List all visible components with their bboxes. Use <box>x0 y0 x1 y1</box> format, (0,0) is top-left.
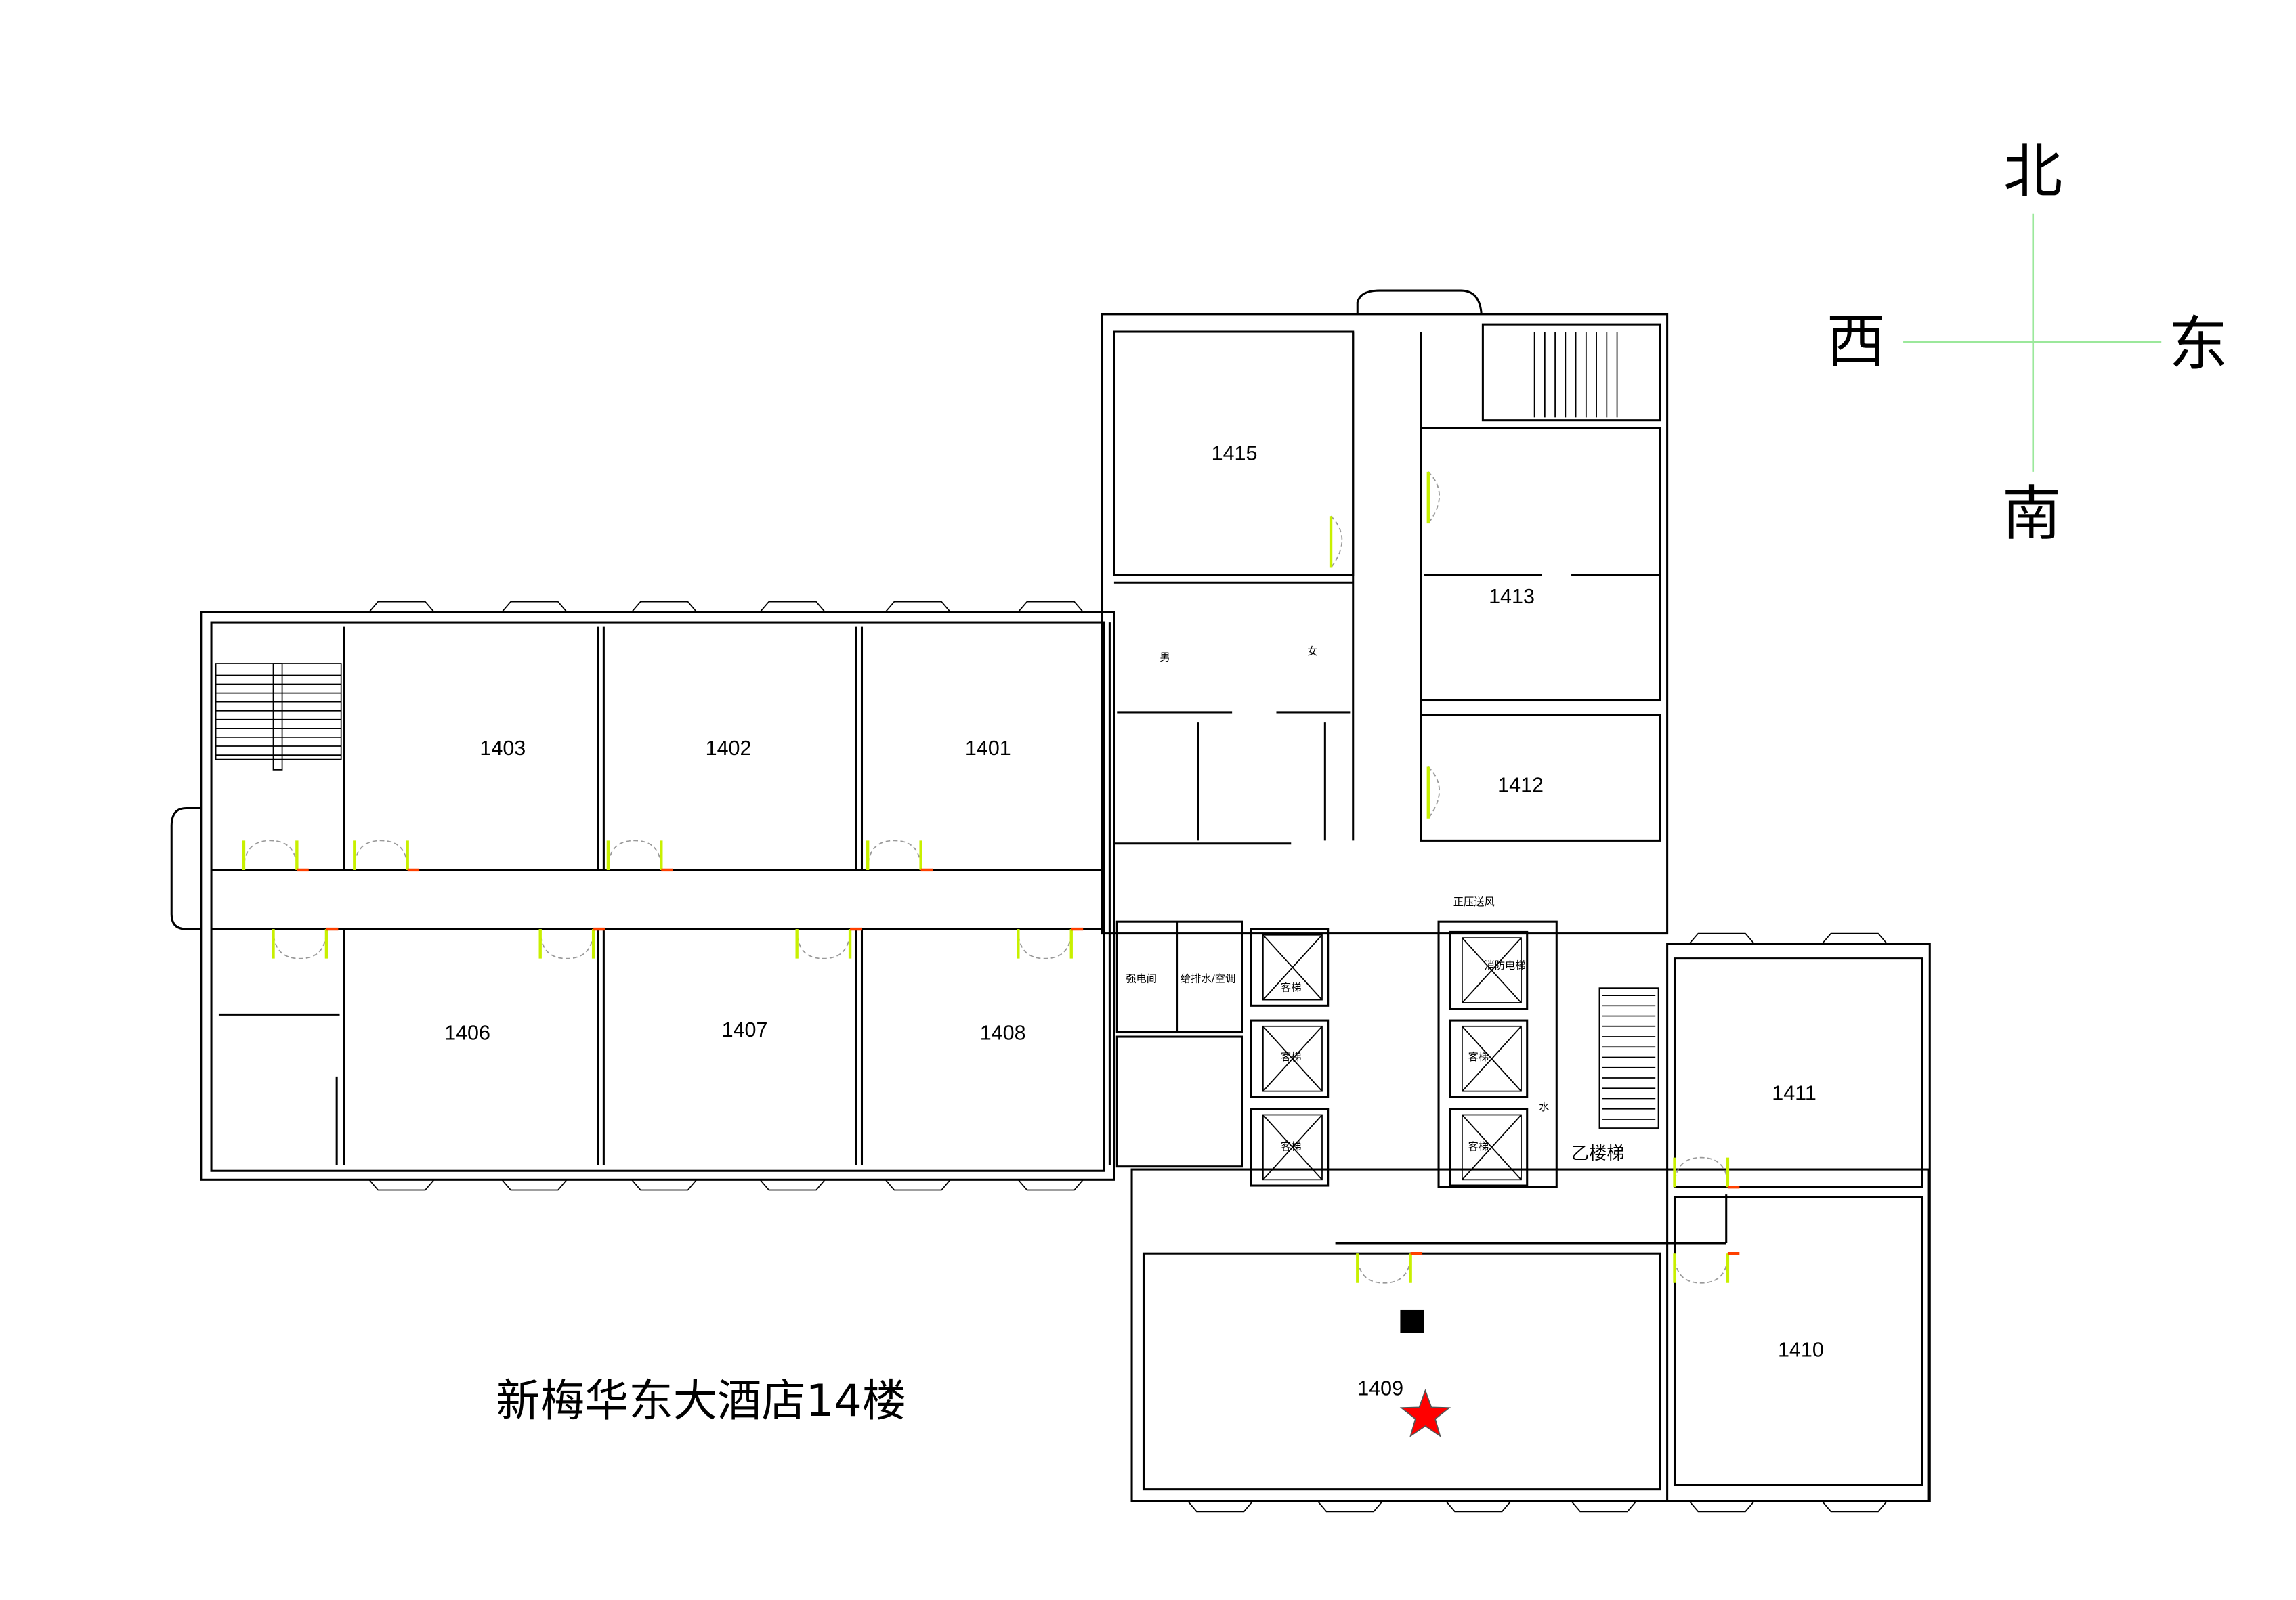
door-swing <box>243 840 298 870</box>
room-1408-label: 1408 <box>980 1021 1026 1044</box>
elevator-shaft <box>1250 928 1330 1007</box>
room-1406-label: 1406 <box>444 1021 490 1044</box>
door-swing <box>1017 929 1072 959</box>
elevator-car <box>1262 934 1323 1001</box>
elevator-car <box>1462 1114 1522 1181</box>
window-bay <box>885 601 951 613</box>
elevator-label-1: 客梯 <box>1281 982 1301 994</box>
door-swing <box>608 840 662 870</box>
window-bay <box>501 601 568 613</box>
door-swing <box>539 929 594 959</box>
door-swing <box>354 840 408 870</box>
elevator-cross <box>1262 1026 1323 1092</box>
you-are-here-star-icon <box>1399 1389 1451 1437</box>
elevator-shaft <box>1250 1108 1330 1187</box>
door-swing <box>1330 515 1343 569</box>
elevator-car <box>1262 1114 1323 1181</box>
window-bay <box>368 601 435 613</box>
west-wing-walls <box>170 611 1115 1181</box>
west-stairs <box>215 663 342 771</box>
door-swing <box>796 929 851 959</box>
elevator-label-4: 客梯 <box>1468 1051 1489 1063</box>
service-rooms <box>1115 920 1659 1188</box>
door-swing <box>1674 1156 1728 1188</box>
elevator-cross <box>1262 934 1323 1001</box>
elevator-car <box>1262 1025 1323 1092</box>
room-1413-label: 1413 <box>1489 585 1535 608</box>
windows <box>368 601 1888 1513</box>
window-bay <box>1821 1500 1888 1513</box>
womens-restroom-label: 女 <box>1307 645 1317 657</box>
window-bay <box>631 601 698 613</box>
window-bay <box>1571 1500 1637 1513</box>
elevator-car <box>1462 937 1522 1003</box>
door-swing <box>1674 1253 1728 1284</box>
room-1412-label: 1412 <box>1497 774 1544 797</box>
plan-title: 新梅华东大酒店14楼 <box>496 1375 906 1427</box>
compass-west: 西 <box>1827 307 1886 376</box>
elevator-shaft <box>1449 930 1529 1010</box>
elevator-car <box>1462 1025 1522 1092</box>
room-1411-label: 1411 <box>1772 1082 1816 1105</box>
door-swing <box>867 840 922 870</box>
room-1401-label: 1401 <box>965 737 1011 760</box>
water-shaft-label: 水 <box>1539 1101 1549 1113</box>
mens-restroom-label: 男 <box>1160 651 1170 664</box>
window-bay <box>1017 601 1084 613</box>
room-1415-label: 1415 <box>1212 441 1258 464</box>
elevator-bank <box>1250 928 1529 1187</box>
window-bay <box>885 1179 951 1191</box>
south-east-walls <box>1130 943 1931 1502</box>
door-swing <box>1357 1253 1411 1284</box>
compass-east: 东 <box>2169 309 2228 379</box>
room-1410-label: 1410 <box>1778 1339 1824 1362</box>
window-bay <box>368 1179 435 1191</box>
stairs-label: 乙楼梯 <box>1571 1144 1624 1164</box>
plumbing-hvac-label: 给排水/空调 <box>1181 972 1235 985</box>
central-walls <box>1101 289 1669 1120</box>
window-bay <box>759 601 826 613</box>
elevator-label-3: 客梯 <box>1281 1141 1301 1153</box>
elevator-cross <box>1462 937 1522 1003</box>
elevator-shaft <box>1250 1019 1330 1098</box>
elevator-cross <box>1462 1026 1522 1092</box>
room-1402-label: 1402 <box>706 737 752 760</box>
window-bay <box>1317 1500 1383 1513</box>
window-bay <box>1821 932 1888 945</box>
window-bay <box>1187 1500 1254 1513</box>
door-swing <box>272 929 327 959</box>
compass: 北 南 西 东 <box>1827 137 2228 548</box>
room-1407-label: 1407 <box>722 1018 768 1041</box>
compass-south: 南 <box>2002 479 2061 548</box>
elevator-shaft <box>1449 1019 1529 1098</box>
elevator-label-2: 客梯 <box>1281 1051 1301 1063</box>
door-swing <box>1428 471 1440 524</box>
doors <box>242 471 1740 1284</box>
fire-elevator-label: 消防电梯 <box>1485 959 1526 972</box>
room-1403-label: 1403 <box>480 737 526 760</box>
black-square-marker <box>1400 1309 1424 1333</box>
door-swing <box>1428 766 1440 819</box>
window-bay <box>1688 1500 1755 1513</box>
elevator-label-5: 客梯 <box>1468 1141 1489 1153</box>
room-1409-label: 1409 <box>1357 1377 1403 1400</box>
electrical-room-label: 强电间 <box>1126 972 1157 985</box>
window-bay <box>631 1179 698 1191</box>
window-bay <box>501 1179 568 1191</box>
window-bay <box>1445 1500 1512 1513</box>
compass-north: 北 <box>2003 137 2062 206</box>
window-bay <box>1017 1179 1084 1191</box>
elevator-shaft <box>1449 1108 1529 1187</box>
pressurization-label: 正压送风 <box>1453 896 1495 908</box>
window-bay <box>759 1179 826 1191</box>
window-bay <box>1688 932 1755 945</box>
